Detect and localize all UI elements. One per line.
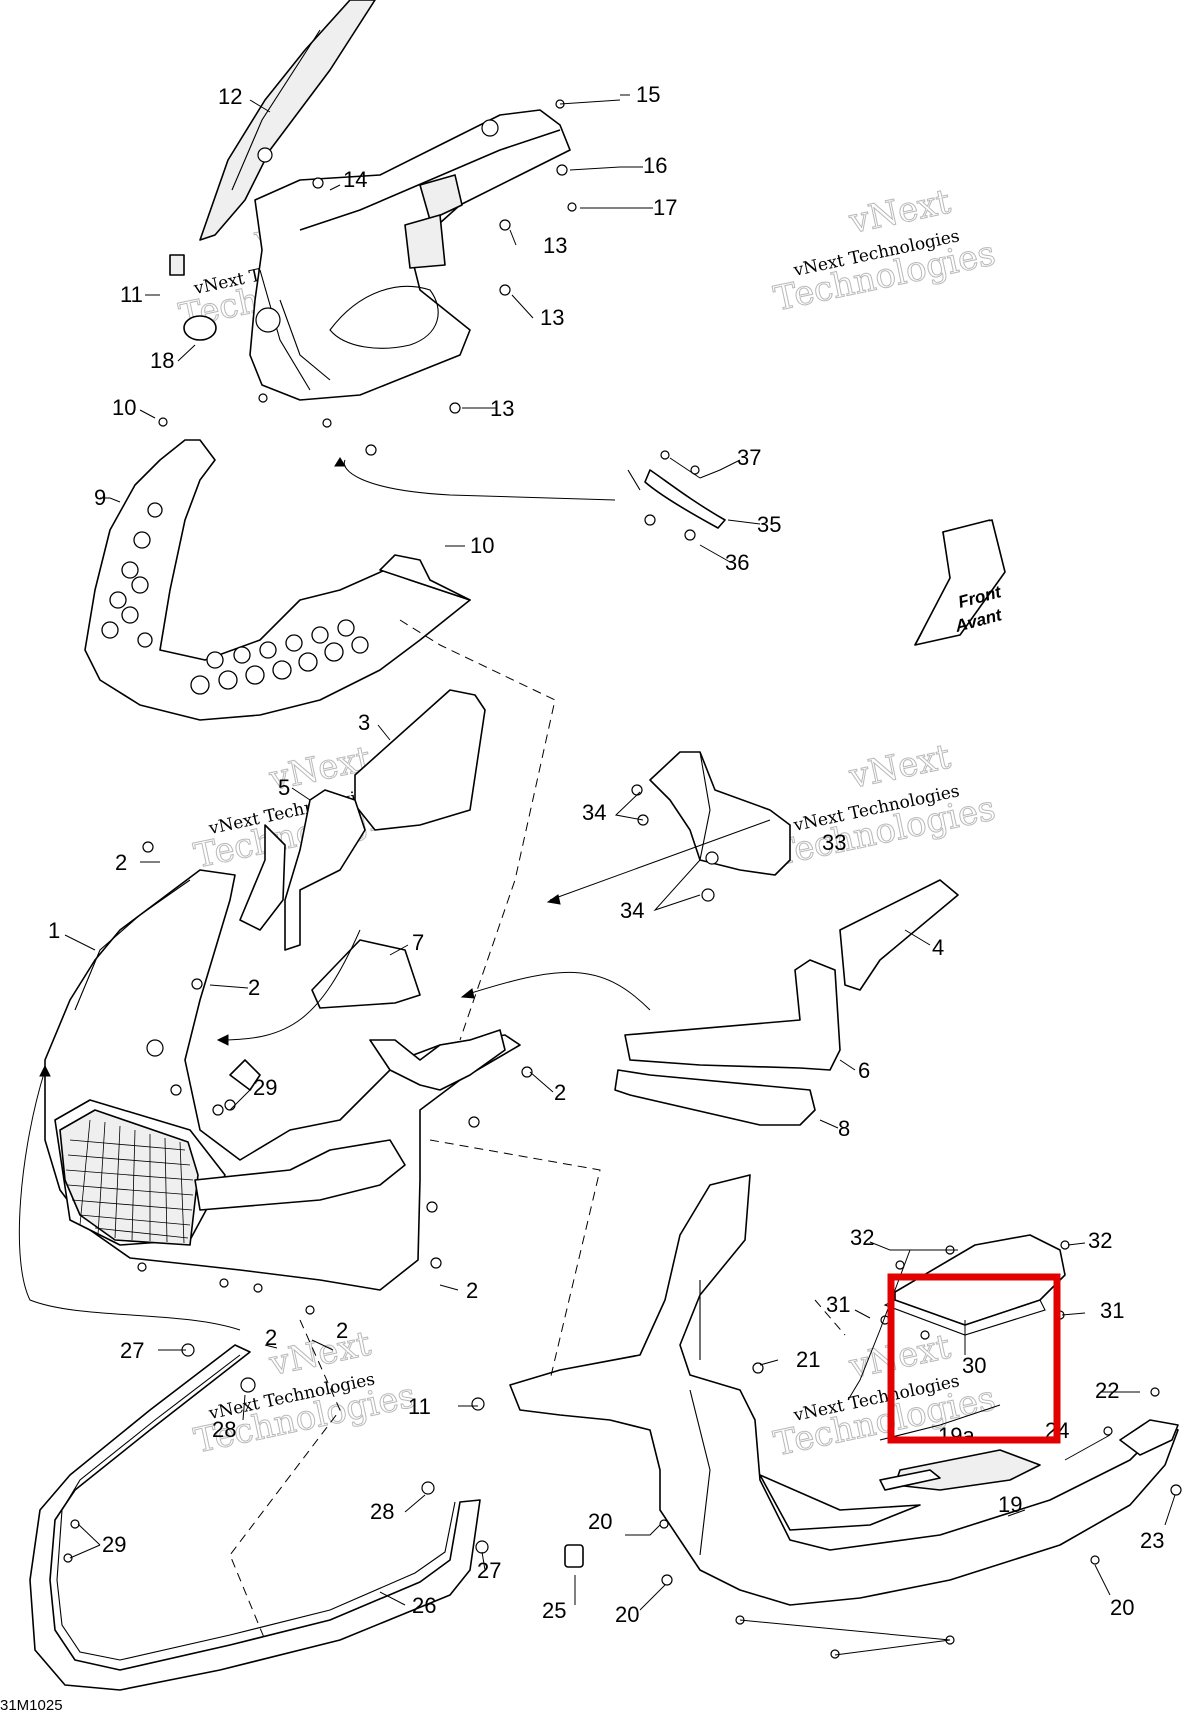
callout-33: 33: [822, 830, 846, 855]
part-12-shape: [199, 0, 376, 241]
upper-panel-assembly: [169, 0, 571, 401]
callout-13: 13: [540, 305, 564, 330]
grille-honeycomb: [59, 1109, 199, 1246]
upper-fasteners: [158, 99, 577, 456]
callout-31: 31: [1100, 1298, 1124, 1323]
callout-16: 16: [643, 153, 667, 178]
callout-13: 13: [490, 396, 514, 421]
callout-23: 23: [1140, 1528, 1164, 1553]
callout-29: 29: [102, 1532, 126, 1557]
callout-8: 8: [838, 1116, 850, 1141]
callout-30: 30: [962, 1353, 986, 1378]
callout-27: 27: [120, 1338, 144, 1363]
callout-17: 17: [653, 195, 677, 220]
part-18-shape: [183, 315, 217, 341]
part-26-front-bumper: [29, 1343, 489, 1691]
part-25-shape: [564, 1544, 584, 1568]
part-9-grille-panel: [84, 439, 471, 721]
part-33-deflector: [631, 751, 791, 902]
callout-2: 2: [466, 1278, 478, 1303]
callout-28: 28: [370, 1499, 394, 1524]
callout-1: 1: [48, 918, 60, 943]
callout-32: 32: [850, 1225, 874, 1250]
callout-20: 20: [588, 1509, 612, 1534]
vent-holes: [101, 502, 369, 695]
callout-28: 28: [212, 1417, 236, 1442]
part-8-shape: [614, 1069, 816, 1126]
callout-20: 20: [615, 1602, 639, 1627]
right-pads: [614, 879, 959, 1126]
callout-12: 12: [218, 84, 242, 109]
callout-26: 26: [412, 1593, 436, 1618]
callout-19a: 19a: [938, 1423, 975, 1448]
callout-5: 5: [278, 775, 290, 800]
callout-27: 27: [477, 1558, 501, 1583]
highlight-box-part-30: [887, 1273, 1061, 1444]
callout-36: 36: [725, 550, 749, 575]
callout-6: 6: [858, 1058, 870, 1083]
part-7-shape: [311, 939, 421, 1009]
callout-10: 10: [112, 395, 136, 420]
callout-11: 11: [408, 1394, 431, 1419]
callout-11: 11: [120, 282, 143, 307]
callout-34: 34: [620, 898, 644, 923]
callout-10: 10: [470, 533, 494, 558]
callout-21: 21: [796, 1347, 820, 1372]
callout-32: 32: [1088, 1228, 1112, 1253]
part-6-shape: [624, 959, 841, 1071]
callout-37: 37: [737, 445, 761, 470]
callout-14: 14: [343, 167, 367, 192]
part-19-shape: [509, 1174, 1179, 1606]
part-30-plate: [880, 1234, 1070, 1340]
part-33-shape: [649, 751, 791, 876]
callout-35: 35: [757, 512, 781, 537]
callout-2: 2: [336, 1318, 348, 1343]
document-id: 31M1025: [0, 1697, 63, 1714]
callout-labels: 12 15 16 17 14 13 11 13 18 10 13 37 9 35…: [48, 82, 1164, 1627]
part-19-belly-pan: [471, 1174, 1182, 1659]
callout-34: 34: [582, 800, 606, 825]
leader-lines: [64, 94, 1176, 1656]
callout-2: 2: [115, 850, 127, 875]
part-35-bracket: [627, 450, 726, 541]
part-4-shape: [839, 879, 959, 991]
callout-19: 19: [998, 1492, 1022, 1517]
callout-13: 13: [543, 233, 567, 258]
callout-29: 29: [253, 1075, 277, 1100]
part-26-shape: [29, 1344, 481, 1691]
callout-4: 4: [932, 935, 944, 960]
flow-arrows: [18, 457, 911, 1401]
callout-2: 2: [554, 1080, 566, 1105]
callout-31: 31: [826, 1292, 850, 1317]
callout-20: 20: [1110, 1595, 1134, 1620]
callout-18: 18: [150, 348, 174, 373]
part-3-shape: [354, 689, 486, 831]
assembly-dashed-lines: [229, 619, 846, 1641]
part-5-shape: [284, 789, 366, 951]
callout-2: 2: [265, 1325, 277, 1350]
callout-2: 2: [248, 975, 260, 1000]
callout-7: 7: [412, 930, 424, 955]
part-1-nose-assembly: [44, 841, 533, 1315]
callout-22: 22: [1095, 1378, 1119, 1403]
side-pads: [239, 689, 486, 1009]
front-direction-arrow: Front Avant: [914, 519, 1006, 646]
callout-15: 15: [636, 82, 660, 107]
callout-25: 25: [542, 1598, 566, 1623]
callout-9: 9: [94, 485, 106, 510]
callout-3: 3: [358, 710, 370, 735]
